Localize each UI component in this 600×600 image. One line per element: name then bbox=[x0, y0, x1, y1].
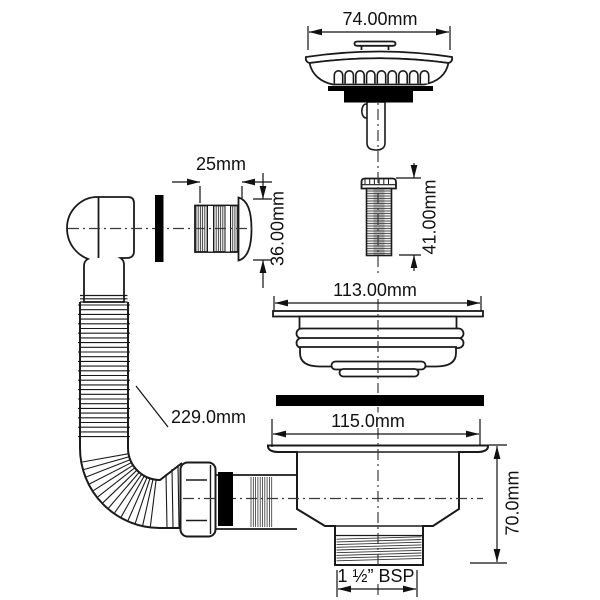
dimension-labels: 74.00mm 25mm 36.00mm 41.00mm 113.00mm 22… bbox=[171, 9, 522, 586]
fixing-screw bbox=[360, 177, 397, 257]
overflow-elbow bbox=[66, 196, 135, 303]
label-flange-diameter: 113.00mm bbox=[333, 280, 417, 300]
label-body-height: 70.0mm bbox=[502, 470, 522, 535]
spigot-washer bbox=[218, 472, 233, 526]
plug-stem bbox=[360, 101, 386, 151]
overflow-spigot-threads bbox=[250, 477, 273, 527]
label-overflow-thread-length: 25mm bbox=[196, 154, 246, 174]
dimension-lines bbox=[135, 26, 507, 597]
label-plug-diameter: 74.00mm bbox=[342, 9, 417, 29]
bsp-outlet-threads bbox=[336, 536, 422, 562]
label-overflow-adapter-diameter: 36.00mm bbox=[267, 191, 287, 266]
plug-handle-tab bbox=[353, 40, 397, 47]
label-body-flange-diameter: 115.0mm bbox=[331, 411, 405, 431]
overflow-seal-washer bbox=[155, 195, 164, 262]
rubber-gasket bbox=[276, 395, 484, 406]
plug-drain-holes bbox=[333, 70, 430, 84]
hose-nut bbox=[179, 461, 217, 538]
hose-leader-line bbox=[135, 385, 169, 428]
strainer-body bbox=[216, 444, 490, 566]
flexible-overflow-hose bbox=[78, 302, 183, 529]
label-outlet-thread: 1 ½” BSP bbox=[337, 566, 414, 586]
plug-seal bbox=[328, 86, 433, 103]
label-hose-length: 229.0mm bbox=[171, 407, 246, 427]
label-screw-length: 41.00mm bbox=[419, 179, 439, 254]
strainer-plug-basket bbox=[304, 40, 454, 86]
